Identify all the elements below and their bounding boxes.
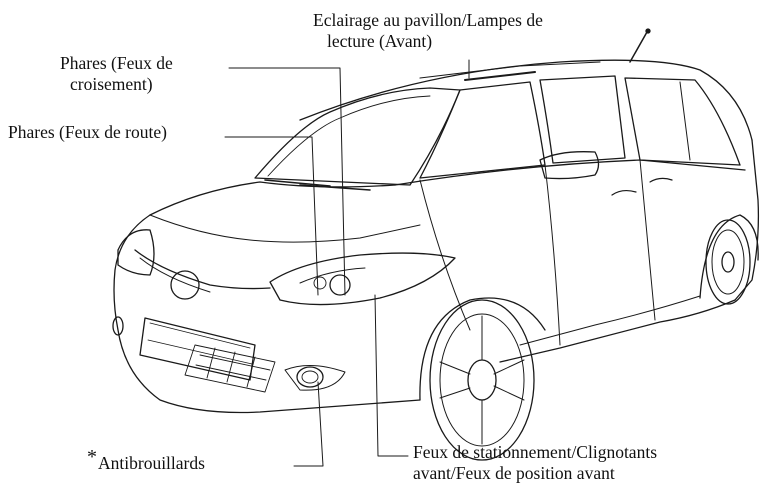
headlamp xyxy=(269,252,456,306)
lower-grille-mesh xyxy=(184,344,276,393)
label-fog-lights: *Antibrouillards xyxy=(87,447,205,474)
fog-lamp xyxy=(284,365,346,391)
side-windows xyxy=(419,75,741,179)
label-low-beam-line1: Phares (Feux de xyxy=(60,53,173,73)
leader-parking-lamp xyxy=(374,294,409,457)
car-body xyxy=(113,28,760,414)
label-fog-lights-text: Antibrouillards xyxy=(98,453,205,473)
label-parking-lamps-line1: Feux de stationnement/Clignotants xyxy=(413,442,658,462)
rear-wheel xyxy=(699,214,759,305)
leader-high-beam xyxy=(224,136,319,296)
label-high-beam: Phares (Feux de route) xyxy=(8,122,167,142)
leader-lines xyxy=(224,59,470,467)
front-wheel xyxy=(419,297,546,461)
side-fog-lamp xyxy=(112,316,124,336)
label-low-beam: Phares (Feux de croisement) xyxy=(60,53,173,95)
label-roof-lamps: Eclairage au pavillon/Lampes de lecture … xyxy=(313,10,543,52)
left-headlamp xyxy=(117,229,155,276)
leader-low-beam xyxy=(228,67,346,296)
asterisk-marker: * xyxy=(87,446,97,468)
label-low-beam-line2: croisement) xyxy=(70,74,153,94)
windshield xyxy=(254,87,461,191)
front-grille xyxy=(134,249,271,381)
label-parking-lamps-line2: avant/Feux de position avant xyxy=(413,463,615,483)
label-roof-lamps-line1: Eclairage au pavillon/Lampes de xyxy=(313,10,543,30)
leader-fog-lamp xyxy=(293,381,324,467)
label-roof-lamps-line2: lecture (Avant) xyxy=(327,31,433,51)
doors xyxy=(419,151,673,346)
label-parking-lamps: Feux de stationnement/Clignotants avant/… xyxy=(413,442,657,484)
